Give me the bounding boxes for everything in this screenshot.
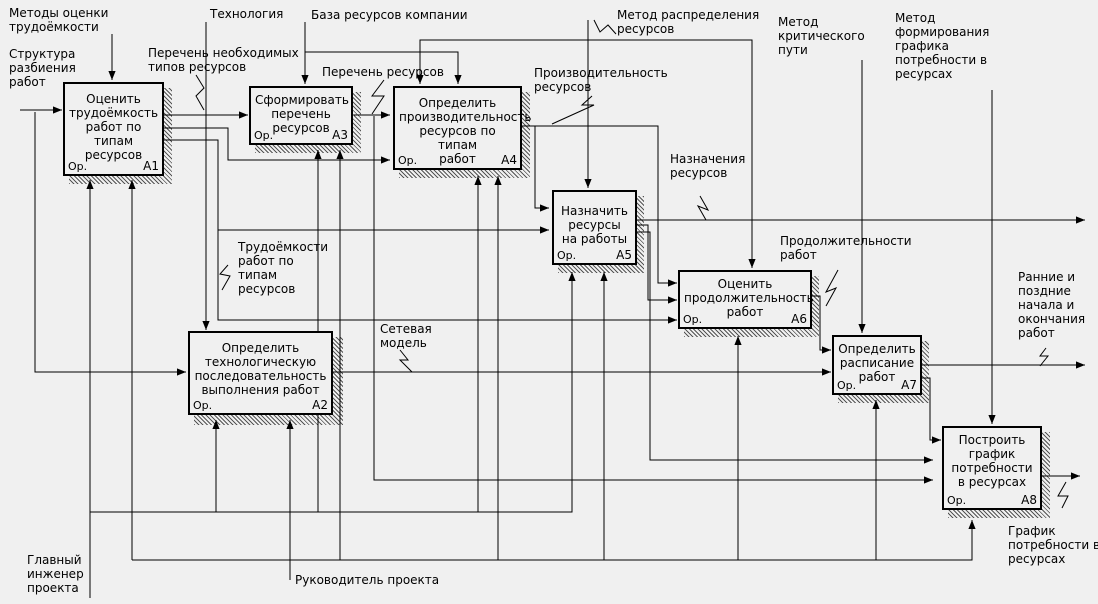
arrow-resource-base-a4 [305,51,462,84]
block-a1-title: Оценить трудоёмкость работ по типам ресу… [69,92,159,162]
label-early-late: Ранние и поздние начала и окончания рабо… [1018,270,1086,340]
squiggle-distribution-method [593,19,617,35]
squiggle-effort-by-type [219,264,231,291]
label-resource-list: Перечень ресурсов [322,65,444,79]
squiggle-resource-chart [1057,481,1069,509]
label-needed-types: Перечень необходимых типов ресурсов [148,46,299,74]
block-a3-or: Ор. [254,129,274,142]
block-a6-or: Ор. [683,313,703,326]
squiggle-early-late [1039,347,1050,367]
arrow-effort-a4 [163,127,390,164]
label-assignments: Назначения ресурсов [670,152,746,180]
block-a6[interactable]: Оценить продолжительность работ Ор. A6 [678,270,814,329]
block-a4-or: Ор. [398,154,418,167]
block-a8-or: Ор. [947,494,967,507]
squiggle-resource-list [371,79,385,115]
block-a3-title: Сформировать перечень ресурсов [255,93,349,135]
block-a2[interactable]: Определить технологическую последователь… [188,331,333,415]
arrow-effort-a6 [217,230,677,324]
label-resource-chart: График потребности в ресурсах [1008,524,1098,566]
block-a1[interactable]: Оценить трудоёмкость работ по типам ресу… [63,82,164,176]
label-distribution-method: Метод распределения ресурсов [617,8,760,36]
label-schedule-method: Метод формирования графика потребности в… [895,11,990,81]
arrow-early-late-a8 [922,377,941,444]
block-a5-title: Назначить ресурсы на работы [561,204,628,246]
squiggle-productivity [551,95,595,125]
label-effort-by-type: Трудоёмкости работ по типам ресурсов [238,240,329,296]
label-technology: Технология [210,7,284,21]
label-project-manager: Руководитель проекта [295,573,440,587]
block-a5-code: A5 [616,248,632,262]
label-durations: Продолжительности работ [780,234,912,262]
block-a5[interactable]: Назначить ресурсы на работы Ор. A5 [552,190,637,265]
block-a4-code: A4 [501,153,517,167]
block-a1-or: Ор. [68,160,88,173]
squiggle-network [398,349,413,373]
block-a3[interactable]: Сформировать перечень ресурсов Ор. A3 [249,86,353,145]
squiggle-assignments [696,195,710,221]
block-a8-code: A8 [1021,493,1037,507]
block-a7[interactable]: Определить расписание работ Ор. A7 [832,335,922,395]
block-a2-or: Ор. [193,399,213,412]
block-a1-code: A1 [143,159,159,173]
arrow-durations [812,295,831,354]
mechanism-chief-engineer-bus [90,272,576,513]
label-chief-engineer: Главный инженер проекта [27,553,84,595]
block-a7-title: Определить расписание работ [838,342,916,384]
squiggle-durations [824,269,839,307]
label-critical-path: Метод критического пути [778,15,865,57]
arrow-productivity-a6 [522,125,677,287]
arrow-distribution-method-a6 [588,39,756,268]
arrow-assignments-a6 [637,224,677,304]
arrow-assignments-a8 [637,231,933,464]
arrow-wbs-a2 [34,112,186,376]
arrow-distribution-method-branch [416,39,588,84]
label-wbs: Структура разбиения работ [9,47,76,89]
label-network: Сетевая модель [380,322,432,350]
block-a7-or: Ор. [837,379,857,392]
block-a3-code: A3 [332,128,348,142]
label-productivity: Производительность ресурсов [534,66,668,94]
block-a2-code: A2 [312,398,328,412]
arrow-effort-a5 [163,139,549,234]
block-a8-title: Построить график потребности в ресурсах [951,433,1033,489]
block-a5-or: Ор. [557,249,577,262]
label-resource-base: База ресурсов компании [311,8,468,22]
block-a8[interactable]: Построить график потребности в ресурсах … [942,426,1042,510]
squiggle-needed-types [195,74,205,111]
mechanism-pm-bus [132,520,976,561]
block-a6-code: A6 [791,312,807,326]
arrow-resource-list-a8 [373,116,933,484]
arrow-productivity [522,125,549,212]
block-a2-title: Определить технологическую последователь… [194,341,327,397]
block-a4-title: Определить производительность ресурсов п… [399,96,532,166]
block-a4[interactable]: Определить производительность ресурсов п… [393,86,532,170]
block-a6-title: Оценить продолжительность работ [684,277,814,319]
label-methods-effort: Методы оценки трудоёмкости [9,6,109,34]
block-a7-code: A7 [901,378,917,392]
